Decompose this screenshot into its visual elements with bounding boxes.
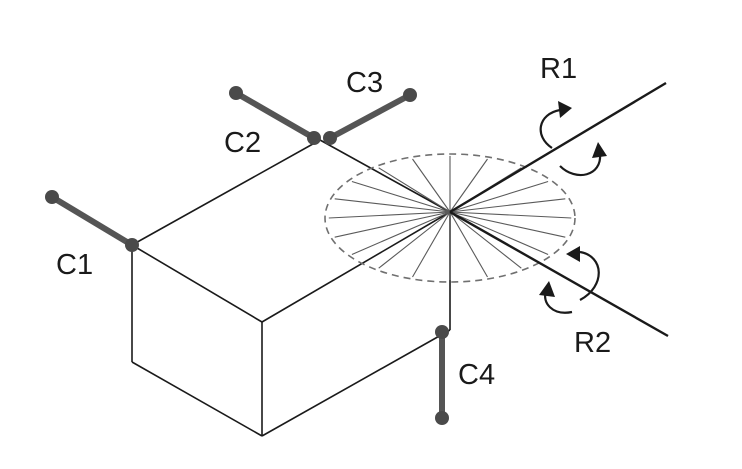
r1-arrow-lower <box>559 153 602 176</box>
axis-upper <box>449 81 667 214</box>
disc-spoke <box>449 211 549 256</box>
disc-spoke <box>449 198 566 213</box>
constraint-c2 <box>229 86 321 145</box>
box-bottom-left-edge <box>131 361 263 437</box>
axis-lower <box>449 210 669 338</box>
disc-spoke <box>412 211 451 278</box>
box-top-back-edge <box>131 139 321 246</box>
constraint-c3-end-dot <box>403 88 417 102</box>
constraint-c3-joint-dot <box>323 131 337 145</box>
rotation-axis <box>449 81 669 338</box>
box-bottom-right-edge <box>261 329 451 437</box>
disc-spoke <box>412 158 451 213</box>
box-top-front-edge <box>261 211 451 323</box>
constraint-c2-end-dot <box>229 86 243 100</box>
disc-spoke <box>351 211 451 256</box>
disc-spoke <box>449 180 549 213</box>
box-top-right-edge <box>319 139 451 213</box>
constraint-c4 <box>435 325 449 425</box>
box <box>131 139 451 437</box>
disc-spoke <box>378 211 451 269</box>
r1-arrowhead-upper <box>558 101 572 118</box>
constraint-c4-joint-dot <box>435 325 449 339</box>
constraint-c1-end-dot <box>45 190 59 204</box>
disc-spoke <box>378 167 451 213</box>
r1-arrow-upper <box>539 108 561 149</box>
label-r2: R2 <box>574 327 611 359</box>
dashed-circle <box>324 153 576 283</box>
disc-spoke <box>449 158 488 213</box>
label-c2: C2 <box>224 127 261 159</box>
disc-spoke <box>449 211 522 269</box>
box-top-left-edge <box>131 244 263 323</box>
constraint-c3-rod <box>327 92 413 141</box>
r1-arrowhead-lower <box>592 142 607 158</box>
label-c1: C1 <box>56 249 93 281</box>
constraint-c1-joint-dot <box>125 238 139 252</box>
constraint-c2-joint-dot <box>307 131 321 145</box>
disc-spoke <box>449 211 488 278</box>
rotation-arrow-r1 <box>539 101 607 176</box>
label-r1: R1 <box>540 53 577 85</box>
constraint-c3 <box>323 88 417 145</box>
disc-spoke <box>328 211 451 219</box>
label-c3: C3 <box>346 67 383 99</box>
disc-spoke <box>449 211 572 219</box>
disc-spoke <box>449 211 566 238</box>
constraint-c1 <box>45 190 139 252</box>
disc-spoke <box>334 211 451 238</box>
r2-arrow-upper <box>579 250 600 301</box>
constraint-c2-rod <box>233 90 317 141</box>
rotation-arrow-r2 <box>539 246 600 314</box>
constraint-c4-end-dot <box>435 411 449 425</box>
constraint-c1-rod <box>49 194 135 248</box>
r2-arrowhead-upper <box>566 246 580 262</box>
disc-spoke <box>351 180 451 213</box>
disc-spoke <box>334 198 451 213</box>
r2-arrowhead-lower <box>539 281 555 297</box>
label-c4: C4 <box>458 359 495 391</box>
